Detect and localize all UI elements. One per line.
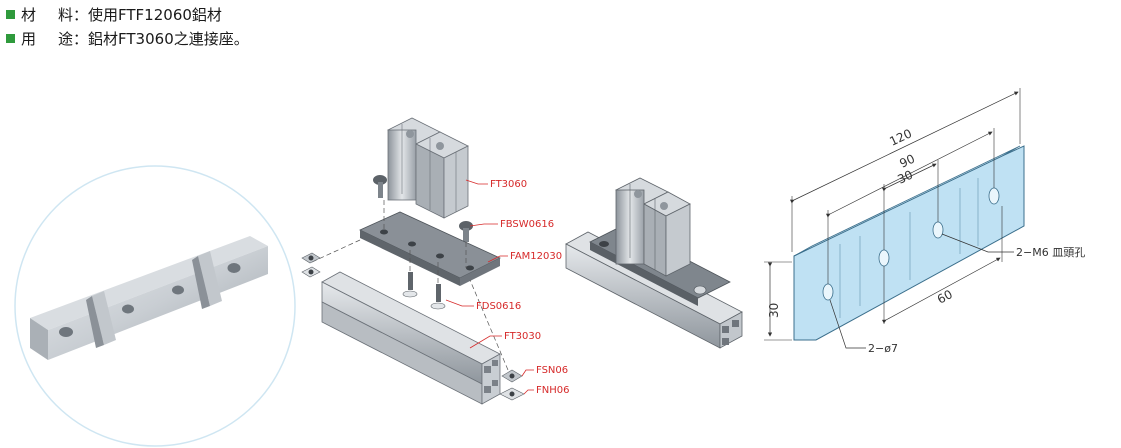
spec-value: 使用FTF12060鋁材 [88,6,222,24]
photo-view [14,165,296,447]
rail-ft3030 [321,271,501,405]
nut-fsn06 [501,369,523,383]
dimension-drawing: 120 90 30 60 30 2−M6 皿頭孔 2−ø7 [764,88,1085,355]
spec-separator: ： [73,6,89,24]
plate-photo [30,236,268,360]
spec-key-b: 料 [58,6,74,24]
screw-fbsw0616 [459,221,473,242]
spec-material: 材 料：使用FTF12060鋁材 [6,4,222,25]
profile-ft3060 [387,117,469,219]
callout-fds0616: FDS0616 [476,301,521,312]
spec-key-a: 用 [21,30,37,48]
callout-leaders [445,179,534,395]
label-countersink-m6: 2−M6 皿頭孔 [1016,246,1085,259]
callout-ft3030: FT3030 [504,331,541,342]
screws-fds0616 [402,272,446,310]
spec-usage: 用 途：鋁材FT3060之連接座。 [6,28,249,49]
label-thru-hole-7: 2−ø7 [868,342,898,355]
screw-left [373,175,387,198]
callout-fsn06: FSN06 [536,365,568,376]
assembled-view [565,177,743,349]
callout-fbsw0616: FBSW0616 [500,219,554,230]
exploded-view: FT3060 FBSW0616 FAM12030 FDS0616 FT3030 … [301,117,569,405]
dim-60: 60 [935,287,955,307]
bullet-icon [6,34,15,43]
dim-120: 120 [887,126,914,148]
callout-fnh06: FNH06 [536,385,569,396]
spec-key-b: 途 [58,30,74,48]
dim-30-height: 30 [767,303,781,318]
callout-fam12030: FAM12030 [510,251,562,262]
dim-30-top: 30 [895,168,915,187]
nuts-left [301,252,321,278]
spec-key-a: 材 [21,6,37,24]
bracket-fam12030 [359,211,501,286]
spec-value: 鋁材FT3060之連接座。 [88,30,249,48]
callout-ft3060: FT3060 [490,179,527,190]
spec-separator: ： [73,30,89,48]
bullet-icon [6,10,15,19]
nut-fnh06 [499,387,525,401]
